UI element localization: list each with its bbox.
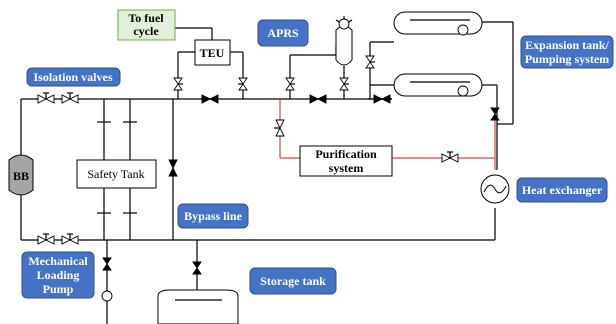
safety-tank: Safety Tank: [76, 159, 157, 189]
expansion-tank-upper: [393, 11, 483, 36]
valves: [37, 55, 500, 275]
heat-exchanger-label: Heat exchanger: [522, 183, 603, 197]
to-fuel-cycle-line-1: To fuel: [128, 11, 164, 25]
pump-valve: [102, 257, 112, 271]
aprs-vessel: [335, 16, 353, 66]
safety-tank-label: Safety Tank: [87, 167, 144, 181]
expansion-tank-lower: [393, 73, 483, 97]
to-fuel-cycle-line-2: cycle: [133, 24, 159, 38]
callout-isolation-valves: Isolation valves: [26, 67, 121, 87]
purification-system-box: Purification system: [299, 145, 393, 177]
isolation-valves-label: Isolation valves: [33, 70, 112, 84]
main-valve-2: [309, 94, 327, 104]
mechanical-pump-symbol: [101, 290, 113, 302]
storage-tank: [157, 289, 239, 324]
teu-box: TEU: [194, 39, 231, 66]
main-valve-1: [201, 94, 219, 104]
callout-heat-exchanger: Heat exchanger: [516, 177, 608, 203]
aprs-valve-left: [285, 77, 295, 91]
bb-label: BB: [13, 169, 29, 183]
bypass-valve: [168, 159, 178, 177]
mechanical-pump-line-2: Loading: [37, 268, 80, 282]
teu-valve-left: [173, 77, 183, 91]
isolation-valve-bottom-2: [61, 233, 79, 245]
callout-mechanical-pump: Mechanical Loading Pump: [21, 251, 95, 299]
right-return-valve: [490, 107, 500, 121]
expansion-tank-line-1: Expansion tank/: [525, 38, 609, 52]
heat-exchanger-symbol: [480, 174, 510, 204]
main-valve-3: [373, 94, 391, 104]
isolation-valve-top-1: [37, 92, 55, 104]
aprs-label: APRS: [267, 26, 299, 40]
bb-vessel: BB: [8, 154, 34, 196]
storage-tank-label: Storage tank: [260, 274, 326, 288]
purification-line-2: system: [329, 161, 364, 175]
bypass-line-label: Bypass line: [184, 209, 242, 223]
isolation-valve-bottom-1: [37, 233, 55, 245]
expansion-tank-line-2: Pumping system: [525, 52, 609, 66]
purification-outlet-valve: [441, 151, 459, 163]
to-fuel-cycle-box: To fuel cycle: [117, 9, 176, 41]
expansion-valve: [365, 55, 375, 69]
purification-line-1: Purification: [315, 147, 377, 161]
purification-inlet-valve: [274, 119, 285, 137]
callout-aprs: APRS: [257, 19, 309, 47]
teu-label: TEU: [200, 46, 225, 60]
teu-valve-right: [238, 77, 248, 91]
mechanical-pump-line-1: Mechanical: [28, 254, 88, 268]
mechanical-pump-line-3: Pump: [43, 282, 74, 296]
callout-storage-tank: Storage tank: [249, 267, 337, 295]
storage-valve: [192, 261, 202, 275]
callout-bypass-line: Bypass line: [177, 203, 249, 229]
aprs-valve-right: [339, 77, 349, 91]
callout-expansion-tank: Expansion tank/ Pumping system: [520, 35, 614, 69]
isolation-valve-top-2: [61, 92, 79, 104]
